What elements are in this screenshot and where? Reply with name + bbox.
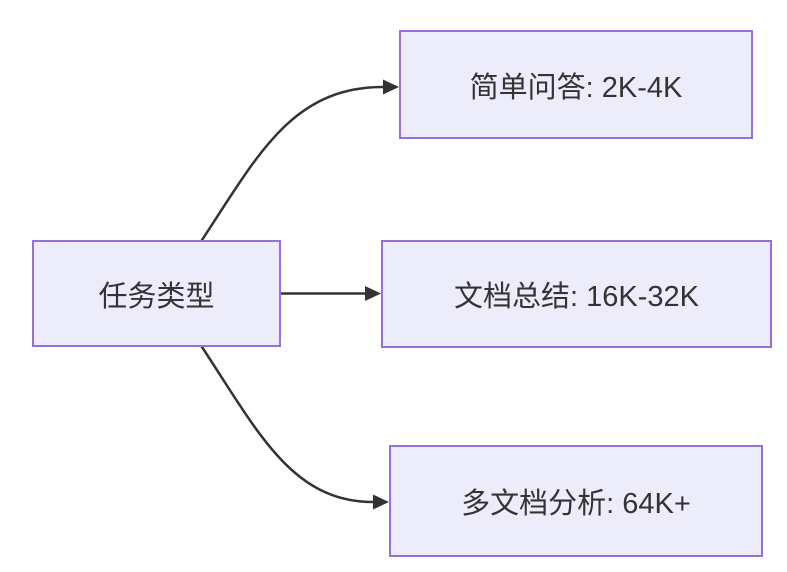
edge-task-type-to-multi-doc (200, 345, 389, 510)
arrowhead-icon (373, 494, 389, 510)
edge-task-type-to-simple-qa (200, 79, 399, 242)
node-doc-summary-label: 文档总结: 16K-32K (454, 281, 699, 313)
arrowhead-icon (365, 286, 381, 301)
node-multi-doc-label: 多文档分析: 64K+ (461, 488, 691, 520)
node-multi-doc: 多文档分析: 64K+ (389, 445, 763, 557)
node-simple-qa-label: 简单问答: 2K-4K (469, 71, 683, 104)
node-simple-qa: 简单问答: 2K-4K (399, 30, 753, 139)
arrowhead-icon (383, 79, 399, 95)
edge-task-type-to-doc-summary (279, 286, 381, 301)
node-task-type-label: 任务类型 (98, 280, 215, 313)
node-task-type: 任务类型 (32, 240, 281, 347)
node-doc-summary: 文档总结: 16K-32K (381, 240, 772, 348)
